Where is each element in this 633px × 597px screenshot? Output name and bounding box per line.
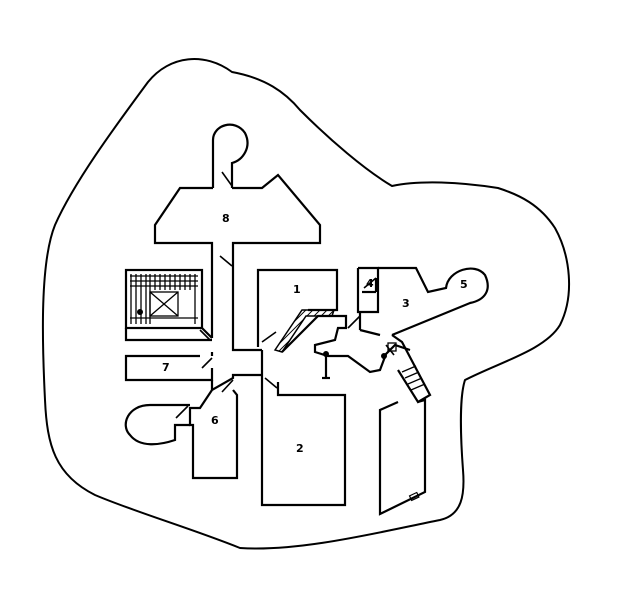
room-label-2: 2 [296,442,304,455]
room-3-outline [378,266,489,337]
room-label-1: 1 [293,283,301,296]
west-corridor [124,327,213,342]
room-6-apse [124,403,190,446]
room-7-outline [124,354,214,382]
room-8-outline [153,173,322,263]
central-corridor [210,263,262,352]
room-label-4: 4 [366,277,374,290]
east-corridor [281,314,411,374]
room-label-6: 6 [211,414,219,427]
room-4-outline [356,266,380,314]
room-6-outline [188,373,262,480]
room-label-8: 8 [222,212,230,225]
room-label-3: 3 [402,297,410,310]
room-8-apse [211,123,249,188]
room-2-outline [260,375,347,507]
room-label-7: 7 [162,361,170,374]
east-long-room [378,398,427,516]
room-label-5: 5 [460,278,468,291]
east-stair [391,334,432,404]
stairwell [124,268,204,330]
outer-boundary [41,58,570,550]
